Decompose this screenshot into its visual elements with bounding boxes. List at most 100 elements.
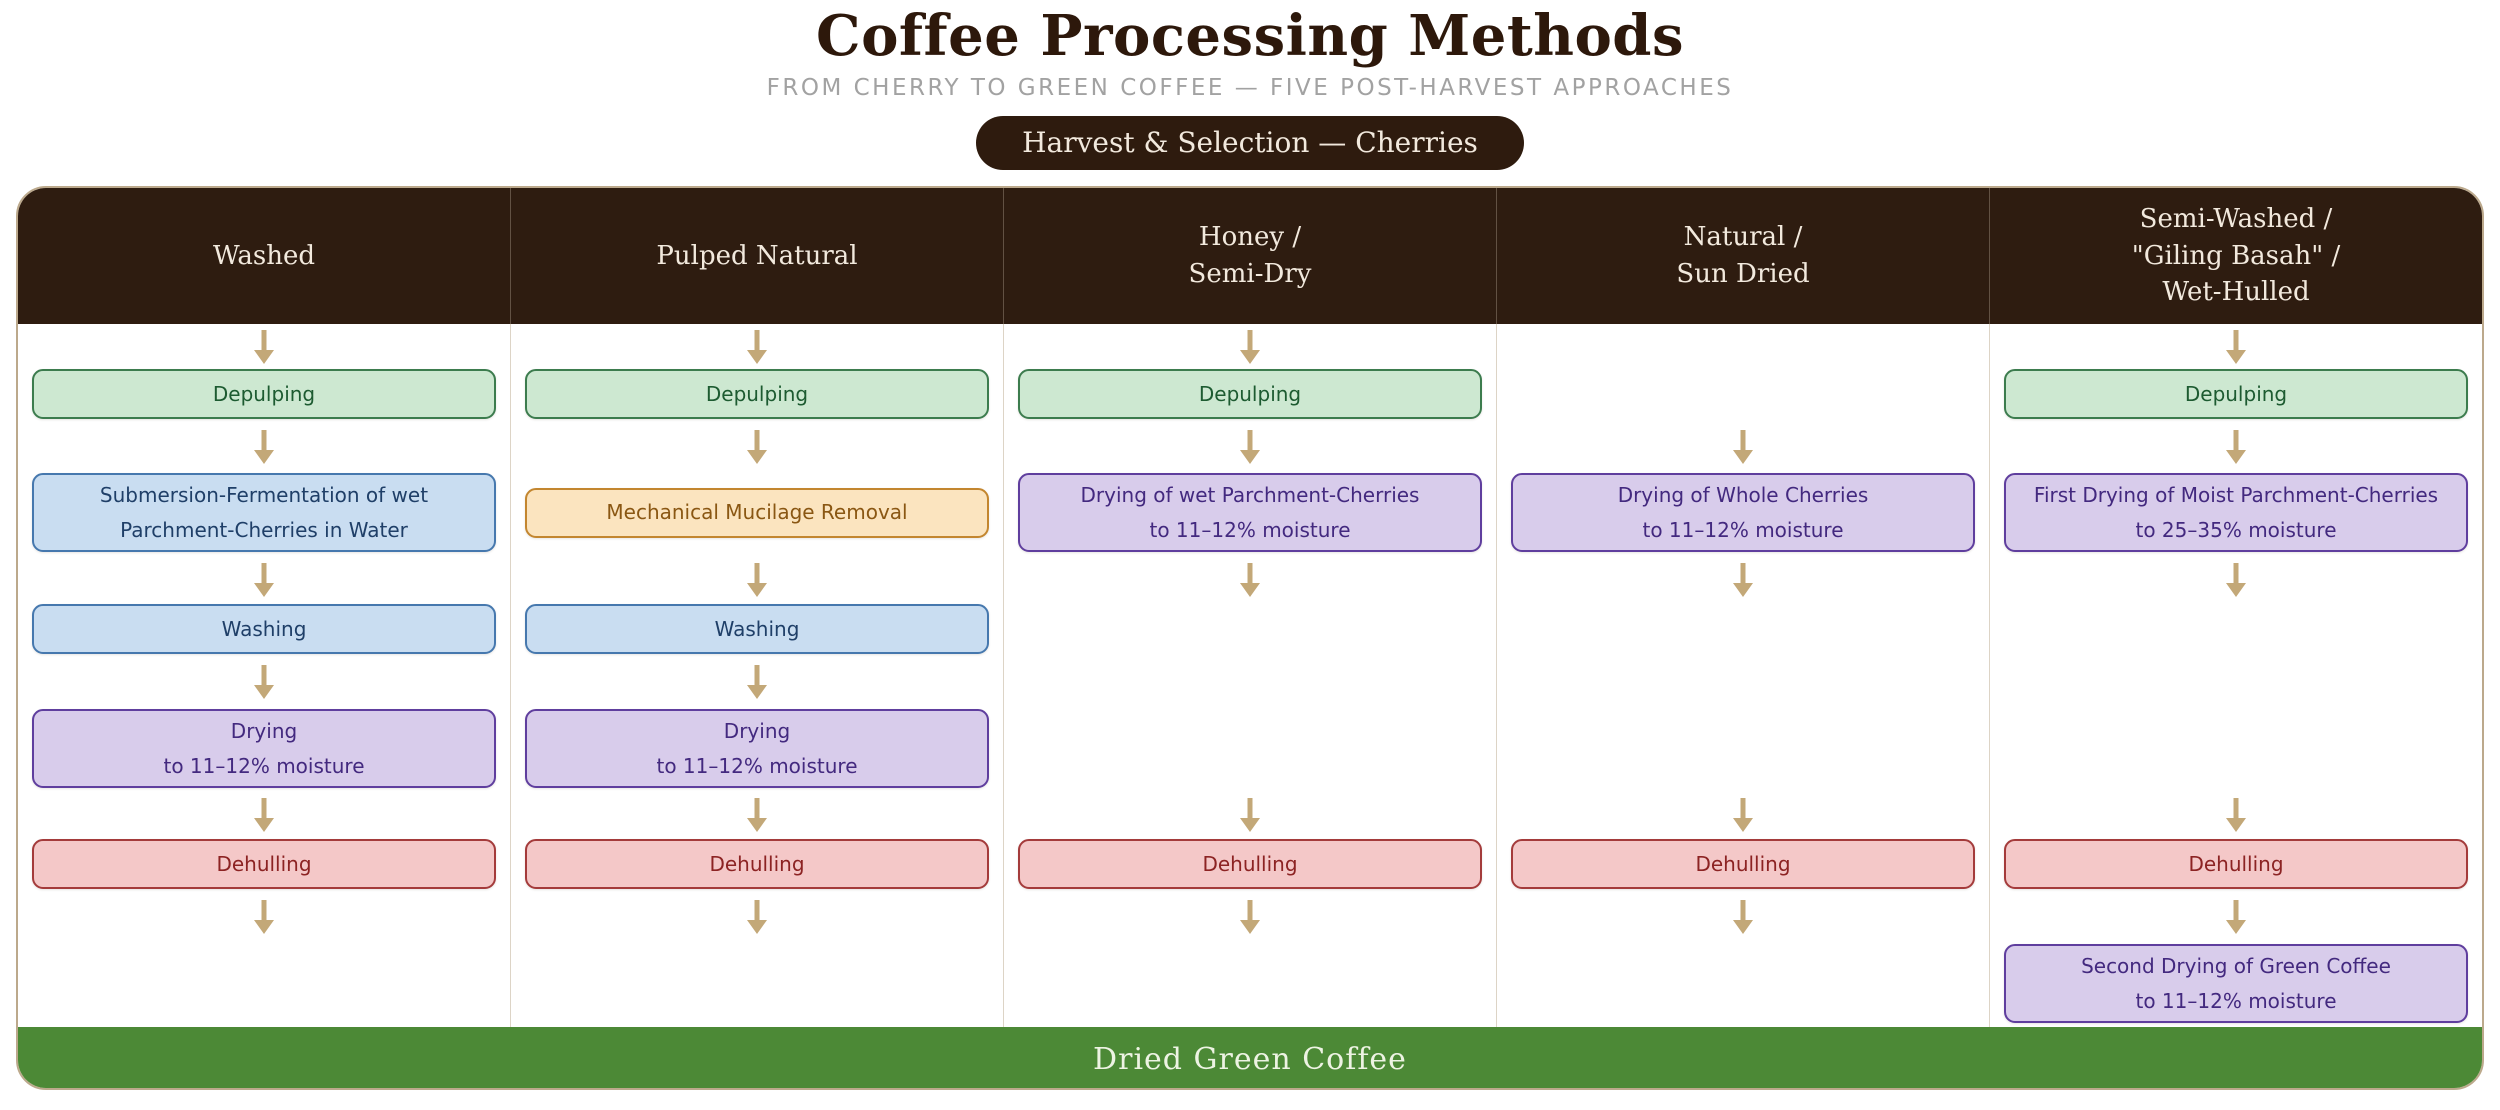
arrow-down-icon	[253, 900, 275, 934]
step-label: Drying of Whole Cherries	[1617, 483, 1869, 508]
arrow-down-icon	[253, 330, 275, 364]
column-header-line: Washed	[212, 240, 316, 271]
arrow-down-icon	[253, 430, 275, 464]
arrow-down-icon	[1732, 563, 1754, 597]
arrow-down-icon	[2225, 900, 2247, 934]
start-node-harvest-selection: Harvest & Selection — Cherries	[976, 116, 1524, 171]
column-headers-row: Washed Pulped Natural Honey / Semi-Dry Natur…	[18, 188, 2482, 324]
arrow-down-icon	[1239, 900, 1261, 934]
step-box-depulping: Depulping	[525, 369, 989, 419]
step-label: Dehulling	[1695, 851, 1791, 876]
column-header-natural-sun-dried: Natural / Sun Dried	[1497, 188, 1990, 324]
step-box-dehulling: Dehulling	[1511, 839, 1975, 889]
step-label: Drying	[230, 719, 298, 744]
column-header-line: Wet-Hulled	[2162, 277, 2310, 308]
column-header-honey-semi-dry: Honey / Semi-Dry	[1004, 188, 1497, 324]
arrow-down-icon	[746, 330, 768, 364]
arrow-down-icon	[2225, 798, 2247, 832]
step-label: to 11–12% moisture	[2135, 988, 2337, 1013]
step-box-drying-of-whole-cherries: Drying of Whole Cherries to 11–12% moistu…	[1511, 473, 1975, 552]
step-label: Depulping	[2184, 381, 2288, 406]
step-label: Washing	[714, 616, 800, 641]
step-label: Dehulling	[709, 851, 805, 876]
step-label: Depulping	[705, 381, 809, 406]
step-box-dehulling: Dehulling	[525, 839, 989, 889]
page: Coffee Processing Methods FROM CHERRY TO…	[0, 4, 2500, 1110]
arrow-down-icon	[746, 798, 768, 832]
column-header-semi-washed-giling-basah-wet-hulled: Semi-Washed / "Giling Basah" / Wet-Hulled	[1990, 188, 2482, 324]
arrow-down-icon	[253, 798, 275, 832]
step-label: to 11–12% moisture	[163, 753, 365, 778]
step-label: Mechanical Mucilage Removal	[606, 500, 908, 525]
arrow-down-icon	[1732, 798, 1754, 832]
step-label: Dehulling	[2188, 851, 2284, 876]
step-box-depulping: Depulping	[1018, 369, 1482, 419]
arrow-down-icon	[746, 900, 768, 934]
arrow-down-icon	[1239, 798, 1261, 832]
step-box-dehulling: Dehulling	[2004, 839, 2468, 889]
process-diagram: Washed Pulped Natural Honey / Semi-Dry Natur…	[16, 186, 2484, 1090]
step-label: First Drying of Moist Parchment-Cherries	[2033, 483, 2439, 508]
column-header-line: Semi-Washed /	[2139, 203, 2333, 234]
page-subtitle: FROM CHERRY TO GREEN COFFEE — FIVE POST-…	[766, 75, 1734, 102]
column-natural-sun-dried: Drying of Whole Cherries to 11–12% moistu…	[1497, 324, 1990, 1027]
step-box-second-drying-of-green-coffee: Second Drying of Green Coffee to 11–12% m…	[2004, 944, 2468, 1023]
arrow-down-icon	[1732, 900, 1754, 934]
step-box-mechanical-mucilage-removal: Mechanical Mucilage Removal	[525, 487, 989, 538]
arrow-down-icon	[1239, 430, 1261, 464]
column-header-line: Semi-Dry	[1188, 259, 1312, 289]
step-box-washing: Washing	[32, 604, 496, 654]
arrow-down-icon	[746, 430, 768, 464]
step-box-drying: Drying to 11–12% moisture	[525, 709, 989, 788]
arrow-down-icon	[253, 563, 275, 597]
arrow-down-icon	[1239, 330, 1261, 364]
step-box-drying-of-wet-parchment-cherries: Drying of wet Parchment-Cherries to 11–12…	[1018, 473, 1482, 552]
step-box-depulping: Depulping	[2004, 369, 2468, 419]
step-box-first-drying-of-moist-parchment-cherries: First Drying of Moist Parchment-Cherries…	[2004, 473, 2468, 552]
step-label: Second Drying of Green Coffee	[2081, 954, 2391, 979]
step-label: to 11–12% moisture	[656, 753, 858, 778]
step-label: to 11–12% moisture	[1642, 517, 1844, 542]
page-title: Coffee Processing Methods	[816, 3, 1684, 69]
arrow-down-icon	[2225, 563, 2247, 597]
arrow-down-icon	[2225, 330, 2247, 364]
step-box-dehulling: Dehulling	[1018, 839, 1482, 889]
column-header-line: Honey /	[1198, 222, 1302, 253]
step-box-dehulling: Dehulling	[32, 839, 496, 889]
end-node-label: Dried Green Coffee	[1093, 1042, 1407, 1077]
step-box-depulping: Depulping	[32, 369, 496, 419]
step-label: to 25–35% moisture	[2135, 517, 2337, 542]
step-label: to 11–12% moisture	[1149, 517, 1351, 542]
step-label: Washing	[221, 616, 307, 641]
arrow-down-icon	[253, 665, 275, 699]
column-header-washed: Washed	[18, 188, 511, 324]
page-header: Coffee Processing Methods FROM CHERRY TO…	[0, 3, 2500, 171]
arrow-down-icon	[746, 563, 768, 597]
step-box-washing: Washing	[525, 604, 989, 654]
step-label: Parchment-Cherries in Water	[120, 517, 408, 542]
step-label: Depulping	[1198, 381, 1302, 406]
step-box-drying: Drying to 11–12% moisture	[32, 709, 496, 788]
step-label: Submersion-Fermentation of wet	[99, 483, 429, 508]
column-header-line: Sun Dried	[1676, 259, 1810, 289]
step-label: Dehulling	[216, 851, 312, 876]
arrow-down-icon	[1239, 563, 1261, 597]
step-label: Drying	[723, 719, 791, 744]
arrow-down-icon	[2225, 430, 2247, 464]
step-label: Dehulling	[1202, 851, 1298, 876]
end-node-dried-green-coffee: Dried Green Coffee	[18, 1027, 2482, 1088]
column-header-line: Pulped Natural	[656, 240, 858, 271]
column-header-pulped-natural: Pulped Natural	[511, 188, 1004, 324]
step-label: Depulping	[212, 381, 316, 406]
arrow-down-icon	[1732, 430, 1754, 464]
column-header-line: "Giling Basah" /	[2131, 240, 2341, 271]
step-label: Drying of wet Parchment-Cherries	[1080, 483, 1420, 508]
column-header-line: Natural /	[1683, 222, 1803, 253]
arrow-down-icon	[746, 665, 768, 699]
